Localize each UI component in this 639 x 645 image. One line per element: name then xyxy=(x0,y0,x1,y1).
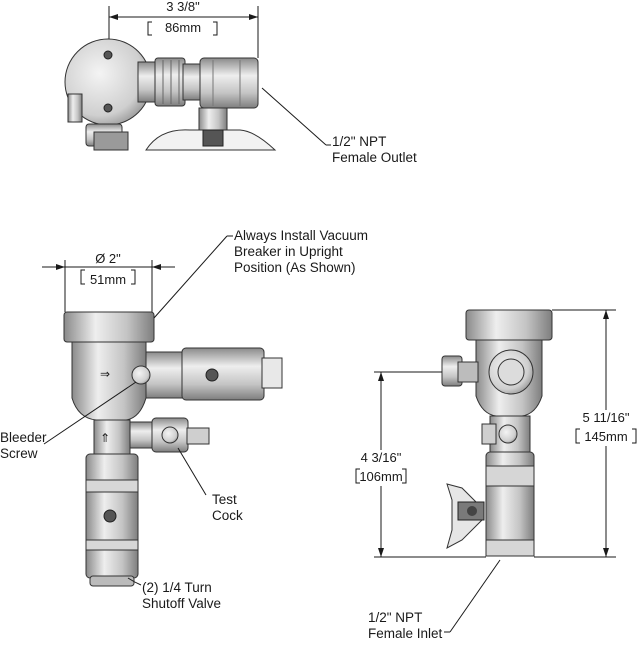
test-cock-label-line1: Test xyxy=(212,492,237,507)
bleeder-screw xyxy=(131,365,151,385)
callout-bleeder: Bleeder Screw xyxy=(0,381,137,461)
dimension-total-height: 5 11/16" 145mm xyxy=(534,309,638,558)
vacuum-label-line2: Breaker in Upright xyxy=(234,244,343,259)
diameter-in: Ø 2" xyxy=(95,251,121,266)
total-height-in: 5 11/16" xyxy=(582,410,629,425)
callout-vacuum-breaker: Always Install Vacuum Breaker in Upright… xyxy=(153,228,368,319)
top-width-mm: 86mm xyxy=(165,20,201,35)
inlet-label-line1: 1/2" NPT xyxy=(368,610,422,625)
dimension-inlet-height: 4 3/16" 106mm xyxy=(355,371,486,558)
vacuum-label-line1: Always Install Vacuum xyxy=(234,228,368,243)
side-view: 4 3/16" 106mm 5 11/16" 145mm 1/2" NPT Fe… xyxy=(355,309,638,641)
bleeder-label-line1: Bleeder xyxy=(0,430,47,445)
callout-test-cock: Test Cock xyxy=(177,447,243,523)
cap-screw-icon xyxy=(103,103,113,113)
outlet-valve-body xyxy=(199,57,259,109)
inlet-label-line2: Female Inlet xyxy=(368,626,443,640)
total-height-mm: 145mm xyxy=(584,429,627,444)
outlet-shutoff-valve xyxy=(181,347,265,401)
outlet-label-line2: Female Outlet xyxy=(332,150,417,165)
flow-arrow-right-icon: ⇒ xyxy=(100,367,110,381)
cap-screw-icon xyxy=(103,50,113,60)
union-nut xyxy=(154,57,186,107)
bleeder-label-line2: Screw xyxy=(0,446,38,461)
callout-inlet: 1/2" NPT Female Inlet xyxy=(368,559,501,641)
vacuum-label-line3: Position (As Shown) xyxy=(234,260,356,275)
callout-shutoff: (2) 1/4 Turn Shutoff Valve xyxy=(127,577,221,611)
flow-arrow-up-icon: ⇑ xyxy=(100,431,110,445)
front-view: Ø 2" 51mm ⇒ ⇑ Always xyxy=(0,228,368,611)
callout-outlet: 1/2" NPT Female Outlet xyxy=(261,87,417,165)
inlet-height-in: 4 3/16" xyxy=(361,450,402,465)
dimension-diameter: Ø 2" 51mm xyxy=(42,251,175,312)
diameter-mm: 51mm xyxy=(90,272,126,287)
side-cap xyxy=(465,309,553,341)
top-width-in: 3 3/8" xyxy=(166,0,200,14)
test-cock-label-line2: Cock xyxy=(212,508,243,523)
shutoff-label-line1: (2) 1/4 Turn xyxy=(142,580,212,595)
inlet-height-mm: 106mm xyxy=(359,469,402,484)
vacuum-breaker-cap xyxy=(63,311,155,343)
top-view: 3 3/8" 86mm 1/2" N xyxy=(64,0,417,165)
dimension-top-width: 3 3/8" 86mm xyxy=(108,0,259,58)
shutoff-label-line2: Shutoff Valve xyxy=(142,596,221,611)
outlet-label-line1: 1/2" NPT xyxy=(332,134,386,149)
